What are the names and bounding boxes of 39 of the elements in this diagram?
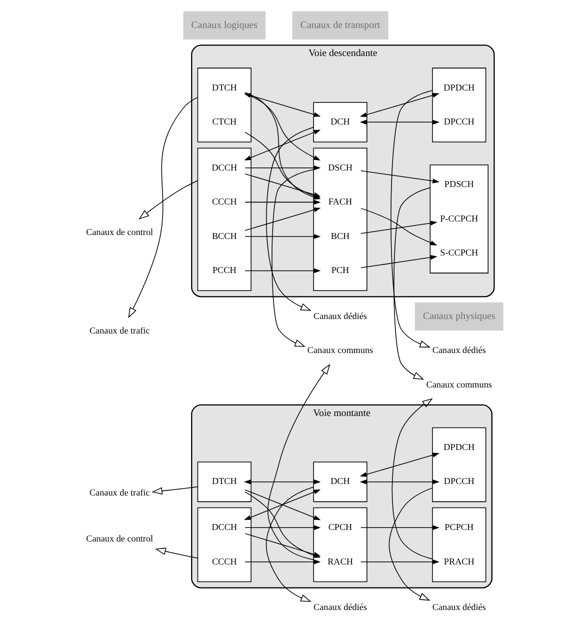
node-text: PDSCH [444, 179, 474, 190]
node-text: Canaux dédiés [432, 345, 486, 356]
node-text: DCCH [212, 162, 238, 172]
node-text: DTCH [212, 476, 237, 486]
node-text: Canaux dédiés [314, 602, 367, 612]
node-text: P-CCPCH [440, 213, 478, 224]
node-text: DCH [330, 476, 350, 486]
node-text: PCH [331, 265, 350, 276]
node-text: Canaux dédiés [314, 310, 367, 321]
node-text: Canaux communs [307, 345, 374, 356]
node-text: Canaux de trafic [89, 488, 150, 498]
label: Canaux logiques [191, 20, 258, 31]
node-text: Canaux de control [86, 227, 154, 238]
node-text: PCCH [212, 265, 236, 276]
node-text: DPDCH [444, 82, 475, 92]
node-text: DCH [330, 116, 350, 127]
node-text: DPCCH [444, 476, 474, 486]
node-text: CPCH [328, 522, 352, 532]
label: Canaux physiques [423, 311, 496, 322]
node-text: CCCH [212, 556, 237, 566]
node-text: S-CCPCH [440, 248, 478, 258]
node-text: DPDCH [444, 442, 475, 452]
node-text: Canaux de control [86, 533, 154, 544]
node-text: Canaux dédiés [432, 602, 486, 612]
node-text: CCCH [212, 196, 237, 207]
node-text: BCCH [212, 230, 237, 241]
node-text: Canaux de trafic [89, 325, 150, 336]
node-text: DSCH [328, 162, 352, 172]
node-text: PRACH [444, 556, 474, 566]
node-text: DPCCH [444, 116, 474, 127]
node-text: DTCH [212, 82, 237, 92]
label: Canaux de transport [300, 20, 380, 31]
node-text: RACH [328, 556, 353, 566]
node-text: PCPCH [444, 522, 474, 532]
node-text: DCCH [212, 522, 238, 532]
node-text: CTCH [212, 116, 237, 127]
node-text: Canaux communs [426, 379, 492, 390]
node-text: FACH [328, 196, 352, 207]
node-text: BCH [330, 230, 350, 241]
